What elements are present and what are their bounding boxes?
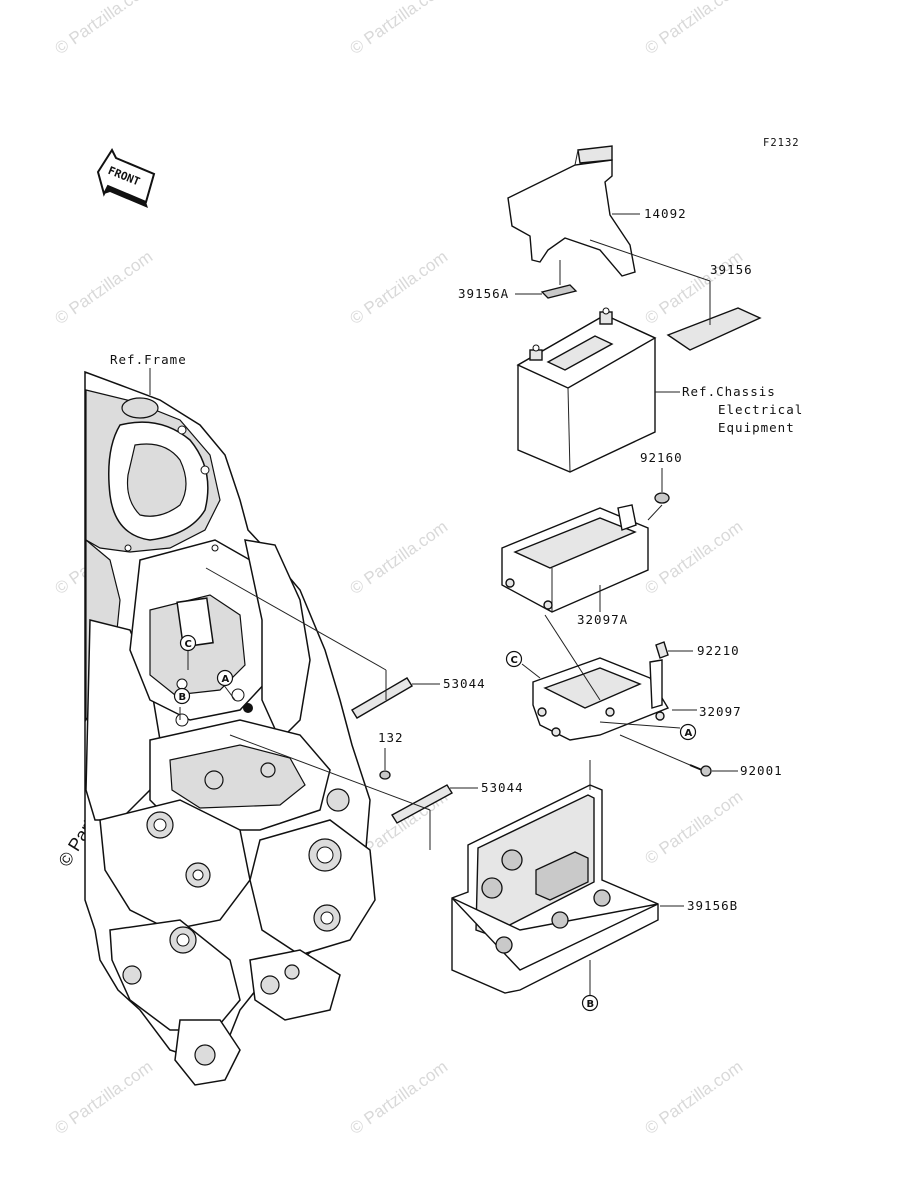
ref-equipment-label: Equipment bbox=[718, 420, 795, 435]
callout-b-label: B bbox=[587, 999, 595, 1010]
part-132-bolt bbox=[379, 748, 391, 780]
part-92160-grommet bbox=[654, 468, 670, 504]
callout-c-bracket: C bbox=[505, 650, 523, 668]
label-39156b: 39156B bbox=[687, 898, 738, 913]
watermark: © Partzilla.com bbox=[641, 787, 746, 868]
callout-a-label: A bbox=[685, 728, 693, 739]
label-14092: 14092 bbox=[644, 206, 687, 221]
part-32097-bracket bbox=[521, 614, 697, 741]
watermark: © Partzilla.com bbox=[346, 1057, 451, 1138]
callout-c-label: C bbox=[511, 655, 518, 666]
label-132: 132 bbox=[378, 730, 404, 745]
label-53044-lower: 53044 bbox=[481, 780, 524, 795]
watermark: © Partzilla.com bbox=[641, 1057, 746, 1138]
callout-b-tray: B bbox=[581, 994, 599, 1012]
callout-b-frame: B bbox=[173, 687, 191, 705]
watermark: © Partzilla.com bbox=[346, 0, 451, 58]
watermark: © Partzilla.com bbox=[51, 247, 156, 328]
frame-assembly bbox=[84, 368, 376, 1086]
label-39156a: 39156A bbox=[458, 286, 509, 301]
callout-c-frame: C bbox=[179, 634, 197, 652]
part-14092-battery-cover bbox=[507, 145, 640, 277]
part-39156b-tray bbox=[451, 760, 684, 995]
watermark: © Partzilla.com bbox=[641, 0, 746, 58]
part-92001-bolt bbox=[619, 734, 738, 777]
part-53044-lower-rod bbox=[229, 734, 478, 850]
label-53044-upper: 53044 bbox=[443, 676, 486, 691]
part-53044-upper-rod bbox=[205, 567, 440, 719]
part-39156a-pad bbox=[515, 260, 578, 299]
callout-a-bracket: A bbox=[679, 723, 697, 741]
label-32097a: 32097A bbox=[577, 612, 628, 627]
figure-code: F2132 bbox=[763, 137, 800, 149]
watermark: © Partzilla.com bbox=[51, 0, 156, 58]
callout-a-frame: A bbox=[216, 669, 234, 687]
battery bbox=[516, 307, 680, 473]
label-92001: 92001 bbox=[740, 763, 783, 778]
watermark: © Partzilla.com bbox=[346, 517, 451, 598]
label-92160: 92160 bbox=[640, 450, 683, 465]
part-39156-pad bbox=[589, 239, 762, 351]
part-92210-clip bbox=[655, 641, 693, 659]
watermark: © Partzilla.com bbox=[346, 247, 451, 328]
label-39156: 39156 bbox=[710, 262, 753, 277]
front-arrow-icon: FRONT bbox=[96, 147, 156, 208]
ref-electrical-label: Electrical bbox=[718, 402, 803, 417]
watermark: © Partzilla.com bbox=[641, 517, 746, 598]
label-32097: 32097 bbox=[699, 704, 742, 719]
label-92210: 92210 bbox=[697, 643, 740, 658]
watermark: © Partzilla.com bbox=[51, 1057, 156, 1138]
ref-chassis-label: Ref.Chassis bbox=[682, 384, 776, 399]
callout-c-label: C bbox=[185, 639, 192, 650]
part-32097a-battery-case bbox=[501, 504, 663, 613]
ref-frame-label: Ref.Frame bbox=[110, 352, 187, 367]
callout-a-label: A bbox=[222, 674, 230, 685]
callout-b-label: B bbox=[179, 692, 187, 703]
